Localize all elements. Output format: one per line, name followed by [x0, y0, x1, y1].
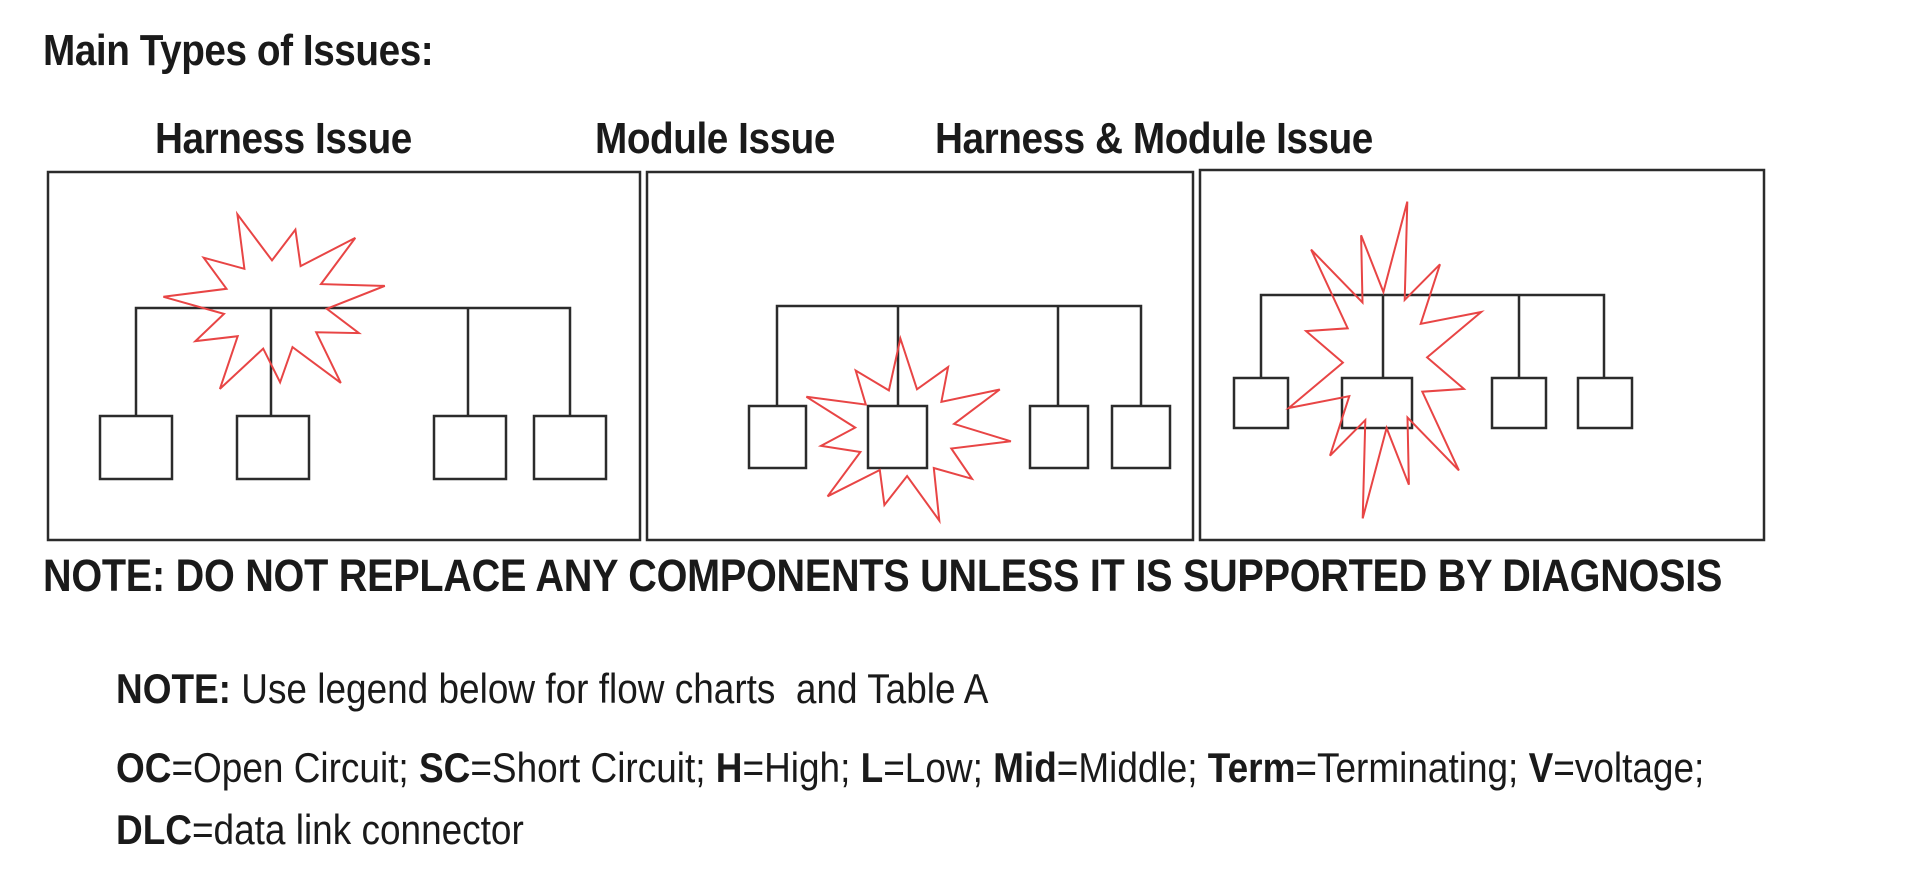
legend-meaning: =High; — [742, 744, 861, 791]
module-box — [1340, 376, 1414, 430]
legend-abbr: DLC — [116, 806, 192, 853]
legend-meaning: =Short Circuit; — [470, 744, 716, 791]
legend-abbr: Term — [1207, 744, 1296, 791]
legend-abbr: H — [715, 744, 743, 791]
legend-meaning: =data link connector — [191, 806, 524, 853]
module-box — [1110, 404, 1172, 470]
legend-line-2: DLC=data link connector — [116, 806, 524, 854]
network-harness-module — [1232, 293, 1634, 430]
module-box — [532, 414, 608, 481]
module-box — [1576, 376, 1634, 430]
legend-meaning: =Open Circuit; — [171, 744, 419, 791]
panel-frame-harness-module — [1198, 168, 1766, 542]
legend-abbr: SC — [418, 744, 471, 791]
module-box — [432, 414, 508, 481]
network-module — [747, 304, 1172, 470]
panel-title-module: Module Issue — [595, 114, 835, 163]
legend-note-label: NOTE: — [116, 665, 231, 712]
module-box — [98, 414, 174, 481]
module-box — [235, 414, 311, 481]
legend-note: NOTE: Use legend below for flow charts a… — [116, 665, 988, 713]
panel-title-harness: Harness Issue — [155, 114, 412, 163]
legend-note-text: Use legend below for flow charts — [230, 665, 776, 712]
page-heading: Main Types of Issues: — [43, 26, 434, 75]
burst-harness-icon — [163, 210, 386, 390]
burst-module-icon — [805, 334, 1012, 525]
legend-meaning: =voltage; — [1553, 744, 1705, 791]
legend-line-1: OC=Open Circuit; SC=Short Circuit; H=Hig… — [116, 744, 1704, 792]
panel-title-harness-module: Harness & Module Issue — [935, 114, 1373, 163]
legend-abbr: Mid — [993, 744, 1057, 791]
module-box — [747, 404, 808, 470]
burst-harness-module-icon — [1285, 201, 1485, 519]
warning-note: NOTE: DO NOT REPLACE ANY COMPONENTS UNLE… — [43, 550, 1723, 601]
module-box — [1028, 404, 1090, 470]
panel-frame-module — [645, 170, 1195, 542]
legend-abbr: V — [1528, 744, 1554, 791]
legend-meaning: =Low; — [883, 744, 994, 791]
legend-note-text2: and Table A — [795, 665, 989, 712]
module-box — [1232, 376, 1290, 430]
legend-abbr: L — [860, 744, 884, 791]
legend-meaning: =Middle; — [1056, 744, 1208, 791]
legend-abbr: OC — [116, 744, 172, 791]
legend-meaning: =Terminating; — [1295, 744, 1529, 791]
module-box — [1490, 376, 1548, 430]
module-box — [866, 404, 929, 470]
panel-frame-harness — [46, 170, 642, 542]
